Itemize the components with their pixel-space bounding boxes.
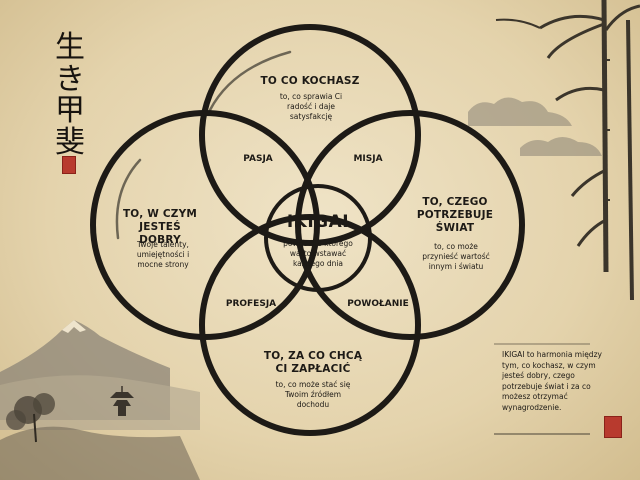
- kanji-char: 斐: [55, 124, 85, 160]
- circle-title-good-at: TO, W CZYM JESTEŚ DOBRY: [122, 208, 198, 247]
- circle-title-love: TO CO KOCHASZ: [260, 75, 360, 87]
- red-seal-stamp-left: [62, 156, 76, 174]
- circle-description-love: to, co sprawia Ci radość i daje satysfak…: [279, 92, 343, 122]
- circle-world-needs: [295, 110, 525, 340]
- cloud-illustration: [468, 97, 602, 156]
- circle-title-world-needs: TO, CZEGO POTRZEBUJE ŚWIAT: [416, 196, 494, 235]
- kanji-char: 生: [55, 30, 85, 65]
- red-seal-stamp-right: [604, 416, 622, 438]
- circle-title-paid-for: TO, ZA CO CHCĄ CI ZAPŁACIĆ: [263, 350, 363, 376]
- tree-illustration: [0, 393, 200, 480]
- pagoda-illustration: [110, 386, 134, 416]
- note-frame: [494, 343, 590, 435]
- overlap-label-mission: MISJA: [353, 154, 383, 164]
- center-description: powód dla którego warto wstawać każdego …: [283, 239, 353, 269]
- ikigai-calligraphy: 生 き 甲 斐: [52, 32, 88, 158]
- circle-description-paid-for: to, co może stać się Twoim źródłem docho…: [275, 380, 351, 410]
- ikigai-circles: [90, 24, 525, 436]
- circle-center: [264, 184, 372, 292]
- overlap-label-passion: PASJA: [243, 154, 273, 164]
- circle-love: [199, 24, 421, 246]
- circle-description-good-at: Twoje talenty, umiejętności i mocne stro…: [136, 240, 190, 270]
- bamboo-illustration: [495, 0, 640, 301]
- overlap-label-profession: PROFESJA: [225, 299, 277, 309]
- circle-paid-for: [199, 214, 421, 436]
- kanji-char: き: [55, 61, 85, 97]
- ikigai-note: IKIGAI to harmonia między tym, co kochas…: [502, 350, 602, 412]
- kanji-char: 甲: [55, 93, 85, 128]
- overlap-label-vocation: POWOŁANIE: [347, 299, 409, 309]
- center-title: IKIGAI: [286, 212, 350, 232]
- circle-description-world-needs: to, co może przynieść wartość innym i św…: [422, 242, 490, 272]
